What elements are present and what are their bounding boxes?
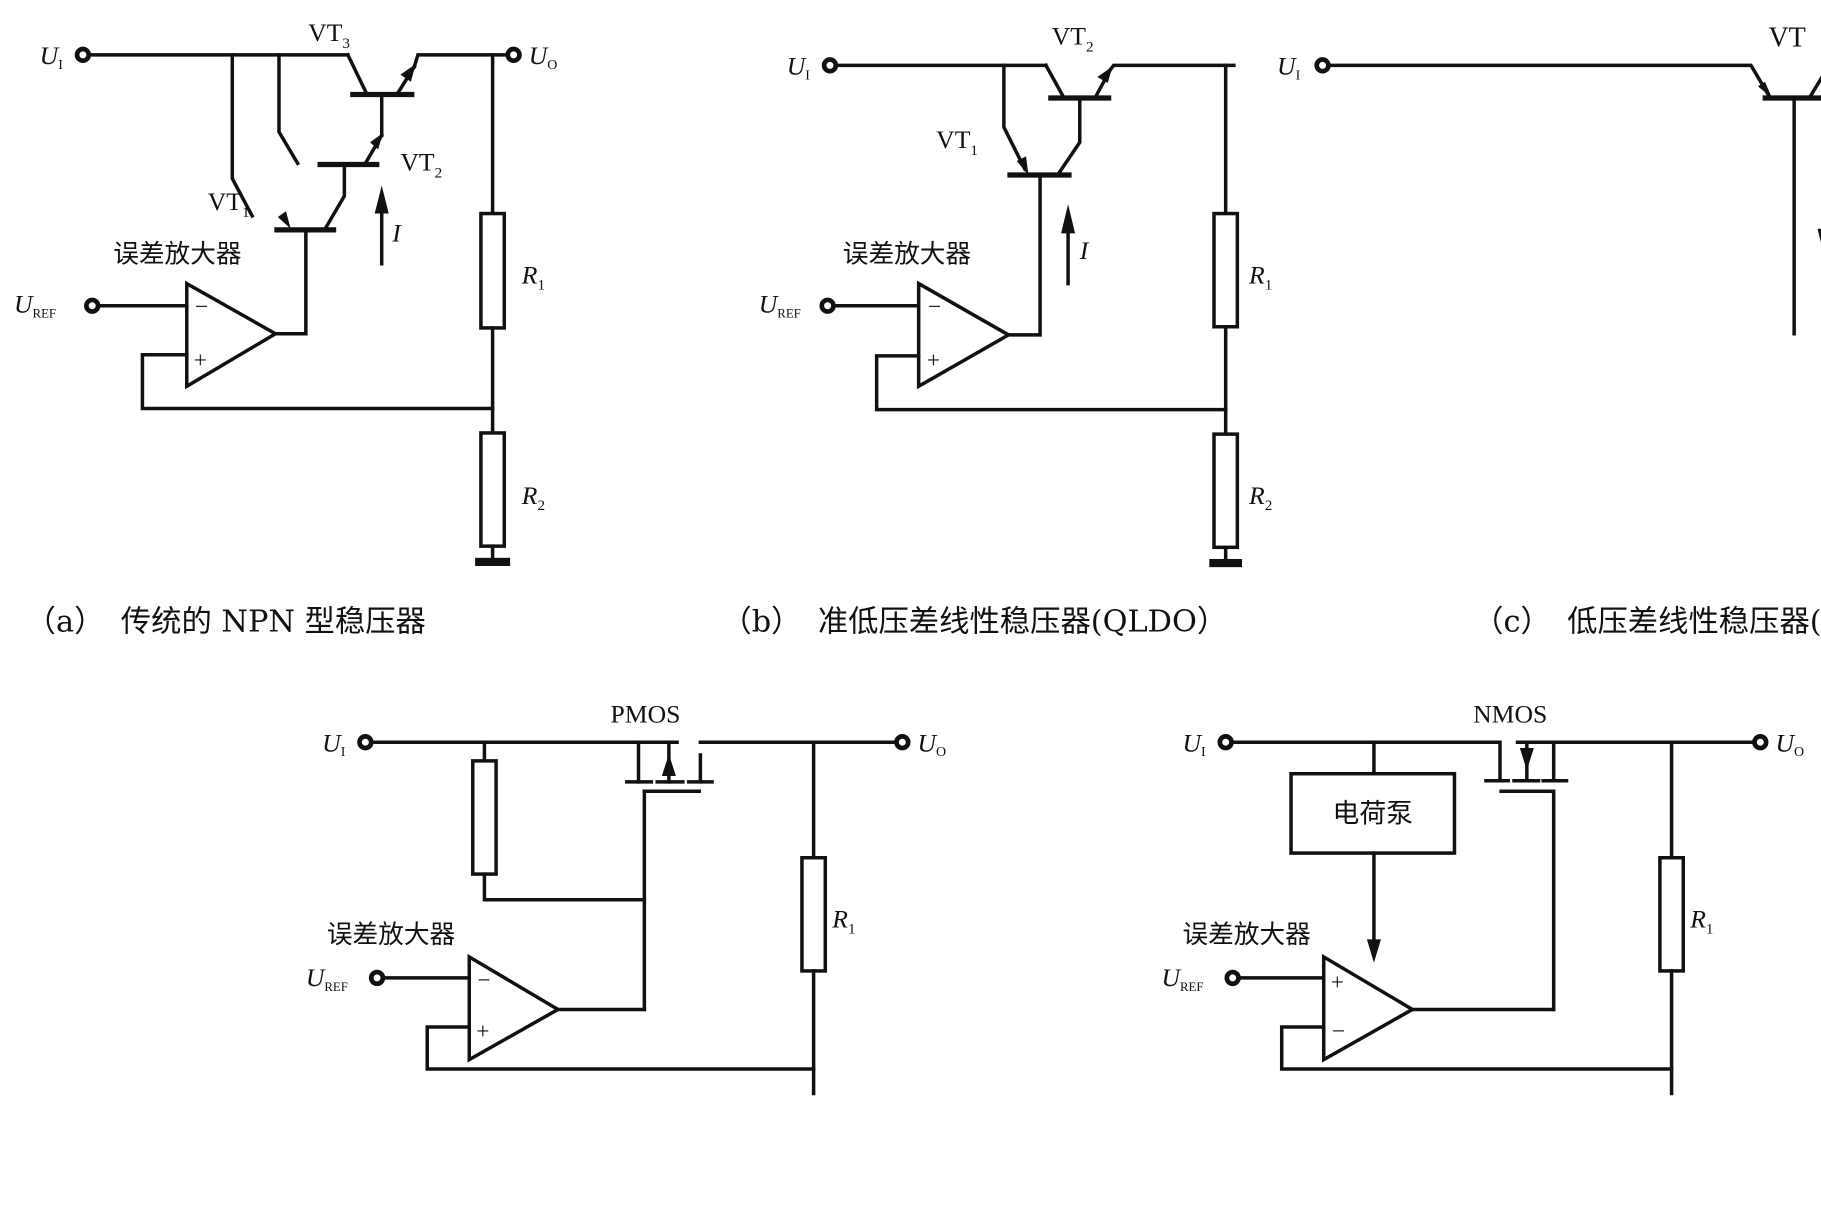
pmos-label: PMOS <box>611 699 681 728</box>
pump-arrow-icon <box>1366 939 1381 963</box>
amplifier-label: 误差放大器 <box>1182 920 1310 950</box>
gate-resistor-bottom <box>482 872 647 902</box>
amp-plus: + <box>476 1019 489 1045</box>
panel-b-qldo: UI VT2 VT1 I 误差放大器 UREF − + R1 R2 <box>759 21 1272 568</box>
input-label: UI <box>787 52 811 84</box>
amp-minus: − <box>477 967 490 993</box>
output-terminal <box>505 46 522 64</box>
amp-minus: − <box>195 294 208 320</box>
ground-icon <box>475 557 511 566</box>
resistor-r2 <box>479 431 507 548</box>
input-rail <box>1229 740 1502 783</box>
resistor-r1 <box>1658 855 1686 973</box>
current-label: I <box>391 219 402 248</box>
r1-label: R1 <box>1248 261 1272 294</box>
pmos-drain <box>698 740 816 784</box>
panel-e-nmos: UI NMOS 电荷泵 UO 误差放大器 UREF + − R1 <box>1161 699 1804 1096</box>
gate-pullup-resistor <box>471 759 498 876</box>
feedback-wire <box>874 354 1228 412</box>
amplifier-label: 误差放大器 <box>327 920 455 950</box>
vt1-label: VT1 <box>936 125 978 159</box>
amp-plus: + <box>194 348 207 374</box>
vt1-emitter-arrow <box>277 211 291 229</box>
r1-label: R1 <box>521 261 545 294</box>
amp-minus: − <box>928 294 941 320</box>
reference-label: UREF <box>306 963 348 994</box>
ground-icon <box>1209 558 1243 568</box>
vt1-emitter <box>322 162 347 233</box>
error-amplifier <box>1321 953 1416 1063</box>
amp-plus: + <box>927 348 940 374</box>
reference-label: UREF <box>14 290 56 321</box>
panel-c-ldo: UI VT <box>1277 23 1821 336</box>
vt1-label: VT1 <box>208 187 250 221</box>
nmos-source <box>1515 740 1683 783</box>
resistor-r2 <box>1212 432 1240 550</box>
current-arrow-up-icon <box>374 185 389 214</box>
input-label: UI <box>1182 729 1206 761</box>
vt2-label: VT2 <box>400 147 442 181</box>
captions: （a）传统的 NPN 型稳压器 （b）准低压差线性稳压器(QLDO） （c）低压… <box>26 604 1821 639</box>
r1-label: R1 <box>1689 905 1713 938</box>
amp-plus: + <box>1331 970 1344 996</box>
error-amplifier <box>916 280 1013 390</box>
vt1-collector-wire <box>230 53 255 219</box>
panel-d-pmos: UI PMOS UO 误差放大器 UREF − + R1 <box>306 699 947 1096</box>
output-label: UO <box>1775 729 1804 761</box>
caption-a: （a）传统的 NPN 型稳压器 <box>26 604 426 639</box>
vt2-label: VT2 <box>1052 21 1094 55</box>
feedback-wire <box>140 353 495 411</box>
vt-collector <box>1806 75 1821 101</box>
vt2-collector-wire <box>277 53 301 166</box>
output-label: UO <box>918 729 947 761</box>
amplifier-label: 误差放大器 <box>113 240 241 270</box>
amp-output-wire <box>273 228 308 336</box>
error-amplifier <box>467 953 562 1063</box>
amplifier-label: 误差放大器 <box>843 240 971 270</box>
reference-label: UREF <box>759 290 801 321</box>
vt1-emitter <box>1055 96 1082 178</box>
charge-pump-label: 电荷泵 <box>1333 799 1413 830</box>
vt3-label: VT3 <box>308 18 350 52</box>
amp-output-wire <box>1006 173 1042 337</box>
r1-label: R1 <box>831 905 855 938</box>
vt1-emitter-arrow <box>1016 156 1029 176</box>
vt3-collector <box>345 52 368 94</box>
feedback-wire <box>1279 1025 1674 1071</box>
vt2-emitter <box>362 132 385 166</box>
reference-label: UREF <box>1161 963 1203 994</box>
output-rail <box>412 53 510 69</box>
panel-a-npn-regulator: UI UO VT3 VT2 VT1 I 误差放大器 UREF − <box>14 18 557 566</box>
vt-label: VT <box>1768 23 1805 54</box>
resistor-r1 <box>479 211 507 330</box>
vt-emitter-arrow <box>1757 81 1772 99</box>
charge-pump-block <box>1289 771 1457 855</box>
current-arrow-up-icon <box>1061 204 1076 234</box>
caption-b: （b）准低压差线性稳压器(QLDO） <box>721 604 1227 639</box>
nmos-body-arrow <box>1519 748 1534 771</box>
nmos-label: NMOS <box>1473 699 1547 728</box>
input-label: UI <box>322 729 346 761</box>
r2-label: R2 <box>1248 481 1272 514</box>
input-rail <box>1326 63 1773 100</box>
input-label: UI <box>40 41 64 73</box>
amp-minus: − <box>1332 1019 1345 1045</box>
nmos-gate-wire <box>1499 789 1556 1012</box>
r2-label: R2 <box>521 481 545 514</box>
current-label: I <box>1079 236 1090 265</box>
vt1-collector-wire <box>1002 63 1028 172</box>
vt3-emitter-arrow <box>400 64 416 82</box>
feedback-wire <box>425 1025 816 1071</box>
output-label: UO <box>529 41 558 73</box>
caption-c: （c）低压差线性稳压器(LDO） <box>1473 604 1821 639</box>
pmos-body-arrow <box>661 753 676 777</box>
resistor-r1 <box>800 855 828 973</box>
input-label: UI <box>1277 52 1301 84</box>
error-amplifier <box>185 280 279 390</box>
output-rail <box>1107 63 1236 73</box>
resistor-r1 <box>1212 211 1240 329</box>
current-arrow-down-icon <box>1817 228 1821 243</box>
vt2-collector <box>1043 62 1066 100</box>
